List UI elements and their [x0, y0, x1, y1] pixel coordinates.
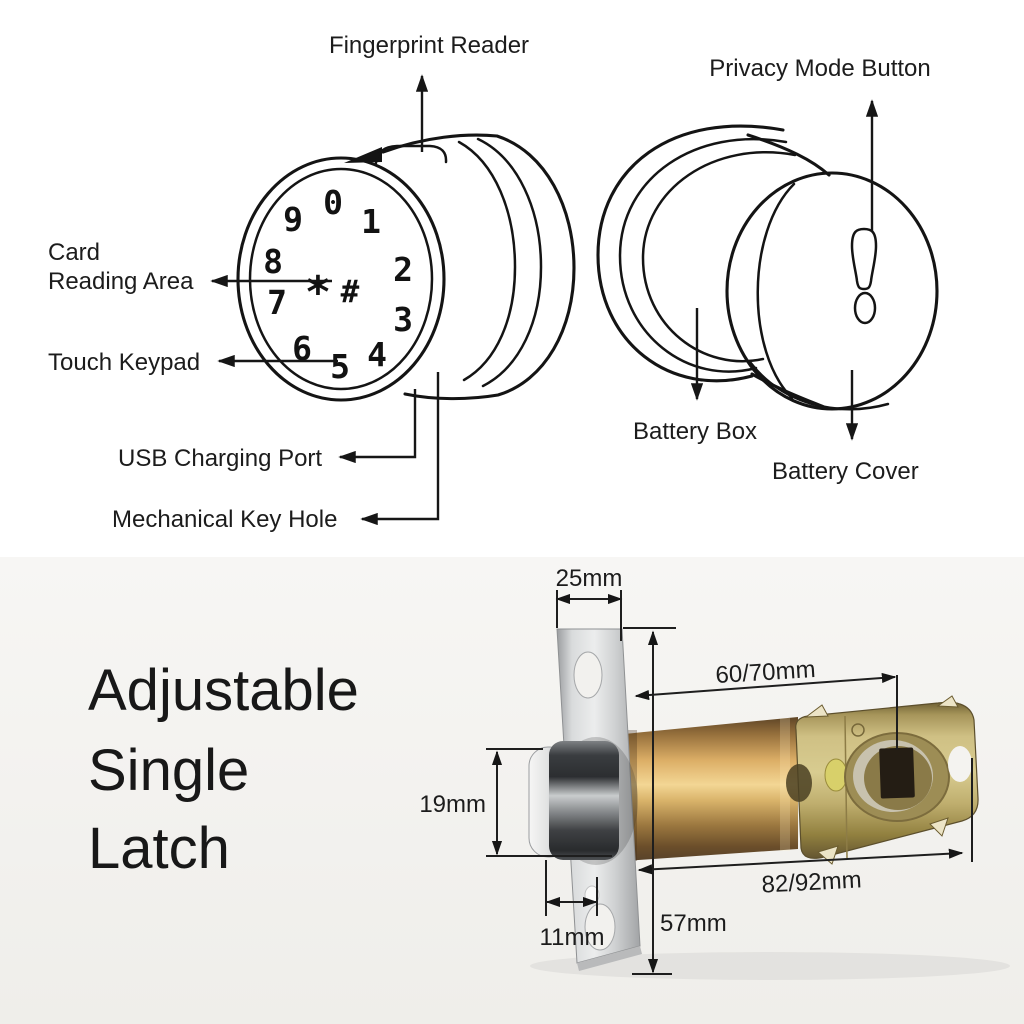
spindle-square-hole — [879, 747, 915, 799]
mechanical-key-hole-arrow — [360, 372, 440, 526]
battery-cover-bezel — [756, 182, 796, 400]
case-tab-bottom-right — [929, 817, 949, 837]
fingerprint-reader-bump — [374, 144, 448, 165]
case-stamp-mark — [851, 723, 865, 737]
dim-bolt-throw: 11mm — [540, 860, 605, 951]
dimension-annotations: 25mm 60/70mm 19mm 11mm 57mm 82/92mm — [419, 565, 973, 975]
keypad-digit: 6 — [292, 329, 312, 368]
keypad-digit: 3 — [393, 300, 413, 339]
rear-knob-rose-arc-outer — [596, 124, 785, 383]
leader-arrows — [210, 74, 879, 526]
knob-top-seam — [344, 147, 382, 163]
keypad-digit: 7 — [267, 283, 287, 322]
keypad-digit: 5 — [330, 347, 350, 386]
keypad-hash-key: # — [341, 274, 360, 310]
card-reading-area-label-line1: Card — [48, 239, 100, 266]
battery-cover-screw-hole — [853, 291, 877, 325]
faceplate-screw-hole-top — [573, 651, 603, 699]
front-knob-face-ring — [248, 167, 434, 391]
part-labels: Fingerprint Reader Privacy Mode Button C… — [48, 32, 931, 533]
touch-keypad-digits: 0 1 2 3 4 5 6 7 8 9 * # — [263, 183, 413, 386]
case-detent-hole — [824, 758, 848, 792]
keypad-star-key: * — [305, 267, 332, 318]
case-left-hole — [786, 764, 812, 802]
fingerprint-reader-label: Fingerprint Reader — [329, 32, 529, 59]
latch-assembly — [528, 628, 979, 971]
rear-knob-rose-arc-inner — [641, 151, 797, 363]
front-knob-back-arc-2 — [457, 140, 517, 382]
latch-title-line3: Latch — [88, 816, 230, 881]
rear-knob-body-top — [746, 133, 831, 177]
dim-label-57mm: 57mm — [660, 910, 727, 937]
dim-label-60-70mm: 60/70mm — [715, 656, 817, 689]
battery-box-label: Battery Box — [633, 418, 757, 445]
dim-faceplate-width: 25mm — [555, 565, 623, 641]
dim-overall-length: 82/92mm — [637, 758, 973, 899]
dim-label-25mm: 25mm — [556, 565, 623, 592]
battery-cover-label: Battery Cover — [772, 458, 919, 485]
touch-keypad-label: Touch Keypad — [48, 349, 200, 376]
keypad-digit: 8 — [263, 242, 283, 281]
front-knob-back-arc-1 — [476, 137, 543, 388]
latch-barrel — [624, 717, 798, 861]
dim-label-82-92mm: 82/92mm — [761, 866, 862, 898]
dim-bolt-height: 19mm — [419, 748, 612, 857]
keypad-digit: 0 — [323, 183, 343, 222]
dim-label-19mm: 19mm — [419, 791, 486, 818]
card-reading-area-label-line2: Reading Area — [48, 268, 194, 295]
front-knob-body — [381, 133, 576, 401]
case-tab-top-left — [804, 704, 829, 718]
rear-knob-drawing — [596, 124, 939, 411]
latch-title-line1: Adjustable — [88, 658, 359, 723]
privacy-mode-button-label: Privacy Mode Button — [709, 55, 930, 82]
rear-knob-rose-arc-mid — [618, 137, 788, 373]
dim-faceplate-height: 57mm — [623, 627, 727, 975]
keypad-digit: 1 — [361, 202, 381, 241]
usb-charging-port-label: USB Charging Port — [118, 445, 322, 472]
keypad-digit: 2 — [393, 250, 413, 289]
keypad-digit: 4 — [367, 335, 387, 374]
latch-bolt — [549, 741, 619, 860]
front-knob-drawing: 0 1 2 3 4 5 6 7 8 9 * # — [236, 133, 576, 402]
case-tab-top-right — [936, 695, 959, 708]
latch-title-line2: Single — [88, 738, 249, 803]
latch-title: Adjustable Single Latch — [88, 658, 359, 881]
faceplate-bottom-edge — [577, 946, 642, 971]
faceplate-screw-hole-bottom — [584, 903, 616, 951]
privacy-mode-button-slot — [850, 227, 878, 291]
mechanical-key-hole-label: Mechanical Key Hole — [112, 506, 337, 533]
latch-barrel-ring — [780, 718, 790, 851]
case-rear-hole — [948, 746, 972, 782]
dim-label-11mm: 11mm — [540, 924, 605, 951]
front-knob-face — [236, 156, 446, 402]
keypad-digit: 9 — [283, 200, 303, 239]
usb-charging-port-arrow — [338, 389, 417, 464]
battery-cover-seam — [748, 360, 890, 411]
dim-backset: 60/70mm — [634, 656, 898, 750]
